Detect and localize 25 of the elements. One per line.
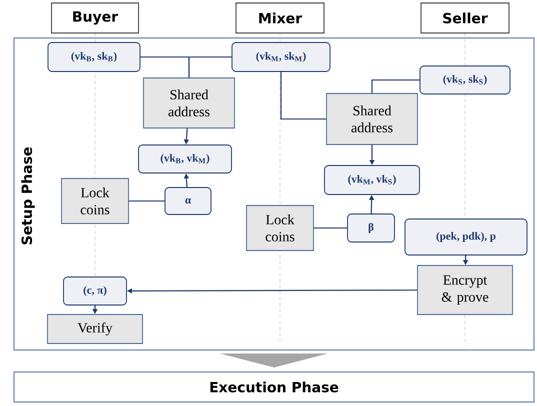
key-box: (vk$_{S}$, sk$_{S}$) — [420, 66, 510, 94]
lane-header: Mixer — [236, 2, 324, 34]
process-box: Lock coins — [246, 205, 314, 251]
connector — [188, 56, 232, 78]
process-box: Verify — [47, 314, 143, 344]
chevron-arrow — [220, 354, 328, 368]
key-box: (vk$_{B}$, vk$_{M}$) — [138, 144, 232, 174]
lane-header: Seller — [420, 2, 510, 34]
key-box: (vk$_{B}$, sk$_{B}$) — [48, 42, 140, 72]
process-box: Lock coins — [61, 178, 129, 224]
process-box: Encrypt & prove — [417, 265, 513, 315]
lane-header: Buyer — [51, 2, 139, 34]
key-box: (pek, pdk), p — [404, 218, 528, 256]
process-box: Shared address — [143, 78, 235, 128]
key-box: (vk$_{M}$, vk$_{S}$) — [324, 165, 420, 195]
phase-box: Execution Phase — [14, 372, 534, 402]
connector — [280, 72, 326, 120]
key-box: β — [347, 214, 395, 242]
key-box: (vk$_{M}$, sk$_{M}$) — [232, 42, 330, 72]
key-box: (c, π) — [63, 276, 127, 306]
connector — [371, 79, 420, 94]
connector — [128, 200, 165, 202]
connector — [314, 227, 348, 229]
process-box: Shared address — [326, 93, 418, 145]
key-box: α — [164, 187, 212, 215]
